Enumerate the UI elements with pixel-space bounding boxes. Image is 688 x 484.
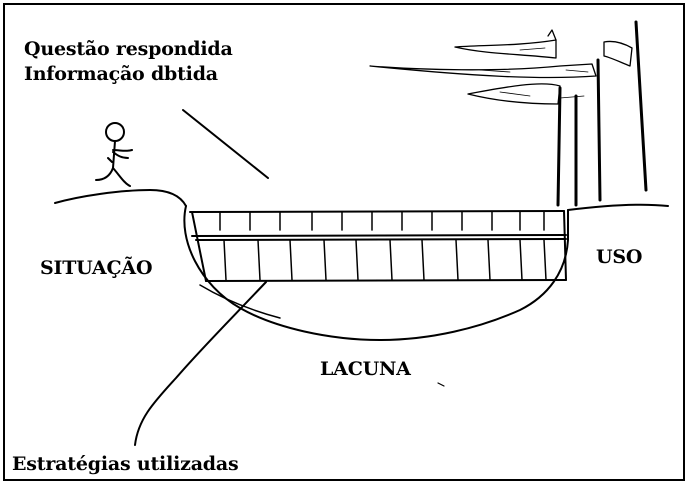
smoke-plumes-icon xyxy=(369,29,633,105)
strategies-label: Estratégias utilizadas xyxy=(12,453,239,475)
bridge-rail-mid xyxy=(191,234,567,237)
stray-mark xyxy=(437,382,445,387)
gap-shadow-line xyxy=(199,284,281,319)
bridge-right-end xyxy=(563,210,567,281)
situation-label: SITUAÇÃO xyxy=(40,257,153,279)
smoke-texture xyxy=(479,47,589,99)
right-ground-line xyxy=(567,203,669,211)
gap-canyon-outline xyxy=(183,205,569,341)
question-answered-label: Questão respondida xyxy=(24,38,233,60)
walking-person-icon xyxy=(95,122,133,187)
question-pointer-line xyxy=(182,109,269,179)
bridge-deck-bottom xyxy=(205,279,567,282)
gap-label: LACUNA xyxy=(320,358,411,380)
bridge-rail-top xyxy=(189,210,565,213)
factory-chimneys-icon xyxy=(556,20,648,207)
bridge-rail-posts xyxy=(219,211,545,231)
bridge-left-end xyxy=(191,211,207,282)
strategies-pointer-line xyxy=(134,281,267,446)
bridge-planks xyxy=(223,239,547,281)
information-obtained-label: Informação dbtida xyxy=(24,63,218,85)
bridge-deck-top xyxy=(195,238,567,241)
use-label: USO xyxy=(596,246,643,268)
left-ground-line xyxy=(54,189,187,207)
diagram-frame xyxy=(3,3,685,481)
